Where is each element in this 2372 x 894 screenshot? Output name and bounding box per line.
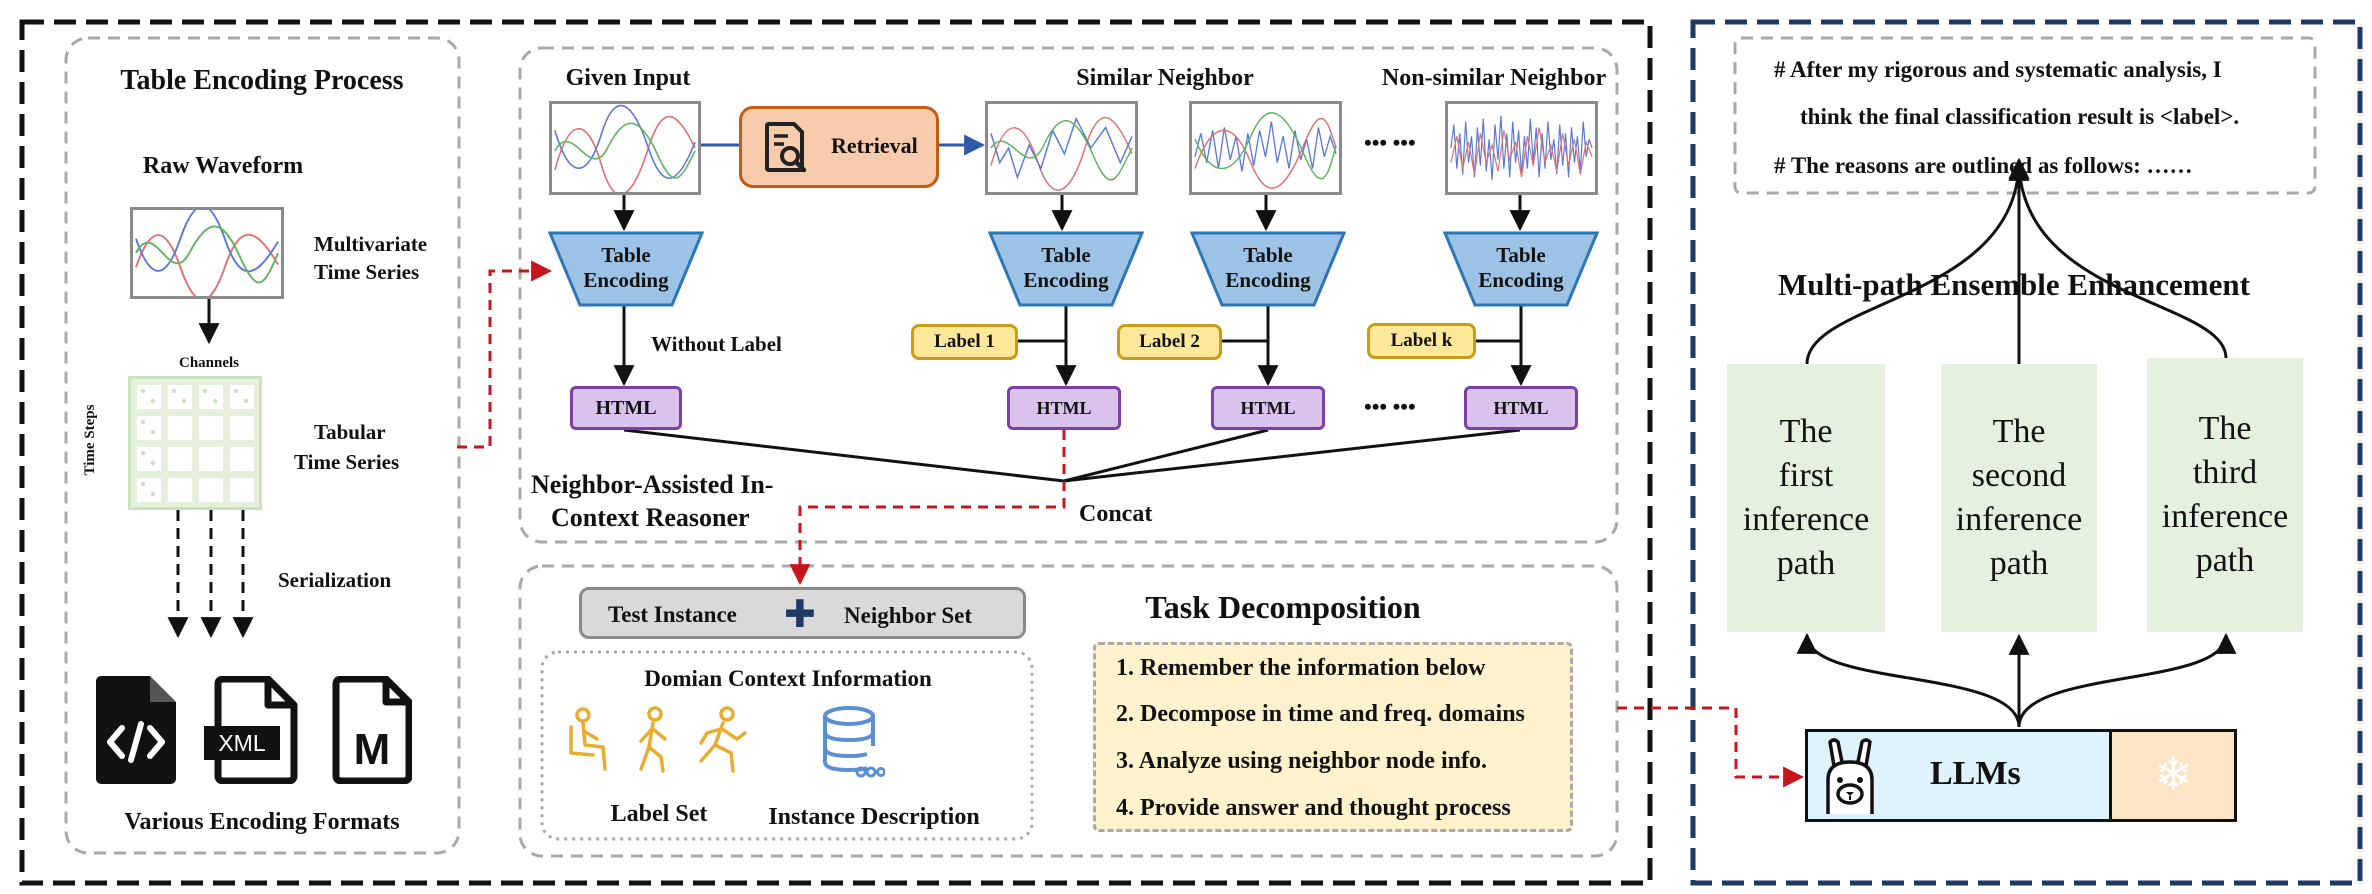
context-panel-frame: [518, 564, 1619, 858]
given-input-label: Given Input: [565, 65, 691, 91]
similar-neighbor-label: Similar Neighbor: [1076, 65, 1254, 91]
label-1-tag: Label 1: [911, 324, 1018, 360]
plus-icon: ✚: [784, 592, 816, 636]
tabular-label-line2: Time Series: [294, 450, 400, 474]
test-neighbor-bar: Test Instance ✚ Neighbor Set: [579, 587, 1026, 639]
output-line-2: think the final classification result is…: [1800, 104, 2240, 129]
label-2-tag: Label 2: [1117, 324, 1222, 360]
serialization-label: Serialization: [278, 568, 392, 592]
multivariate-label-line2: Time Series: [314, 260, 420, 284]
output-line-1: # After my rigorous and systematic analy…: [1774, 57, 2222, 82]
html-neighbor-k: HTML: [1464, 386, 1578, 430]
raw-waveform-label: Raw Waveform: [142, 153, 304, 179]
given-input-waveform: [549, 101, 701, 195]
svg-text:XML: XML: [218, 730, 266, 756]
task-steps-box: 1. Remember the information below 2. Dec…: [1093, 642, 1573, 832]
ellipsis-bottom: ••• •••: [1364, 394, 1416, 419]
ensemble-title: Multi-path Ensemble Enhancement: [1778, 267, 2250, 302]
html-input: HTML: [570, 386, 682, 430]
llm-label: LLMs: [1930, 755, 2021, 792]
code-file-icon: [96, 676, 176, 784]
task-step-1: 1. Remember the information below: [1116, 655, 1486, 681]
html-neighbor-2: HTML: [1211, 386, 1325, 430]
time-steps-label: Time Steps: [82, 404, 98, 476]
xml-file-icon: XML: [204, 675, 300, 785]
ellipsis-top: ••• •••: [1364, 130, 1416, 155]
similar-neighbor-2-waveform: [1189, 101, 1342, 195]
left-main-frame: [19, 19, 1653, 886]
channels-label: Channels: [178, 355, 240, 371]
llm-main: LLMs: [1808, 732, 2112, 819]
task-decomposition-title: Task Decomposition: [1145, 589, 1421, 625]
frozen-section: ❄: [2111, 732, 2234, 819]
concat-label: Concat: [1079, 501, 1153, 527]
reasoner-title-line1: Neighbor-Assisted In-: [531, 470, 774, 499]
non-similar-neighbor-label: Non-similar Neighbor: [1381, 65, 1607, 91]
tabular-label-line1: Tabular: [314, 420, 386, 444]
similar-neighbor-waveform: [985, 101, 1138, 195]
database-icon: [821, 706, 886, 780]
formats-title: Various Encoding Formats: [124, 809, 400, 835]
instance-description-label: Instance Description: [768, 804, 980, 830]
markdown-file-icon: M: [332, 675, 413, 785]
output-line-3: # The reasons are outlined as follows: ……: [1774, 153, 2193, 178]
task-step-2: 2. Decompose in time and freq. domains: [1116, 701, 1525, 727]
output-frame: [1733, 36, 2317, 195]
tabular-grid: [128, 376, 262, 510]
task-step-3: 3. Analyze using neighbor node info.: [1116, 748, 1487, 774]
neighbor-set-label: Neighbor Set: [844, 603, 972, 628]
document-search-icon: [764, 122, 808, 174]
reasoner-title-line2: Context Reasoner: [551, 503, 750, 532]
right-main-frame: [1690, 19, 2363, 886]
multivariate-label-line1: Multivariate: [314, 232, 428, 256]
task-step-4: 4. Provide answer and thought process: [1116, 795, 1511, 821]
reasoner-panel-frame: [518, 46, 1619, 544]
label-k-tag: Label k: [1367, 323, 1476, 359]
activity-icons: [563, 705, 751, 777]
test-instance-label: Test Instance: [608, 602, 737, 627]
without-label-text: Without Label: [651, 332, 782, 356]
retrieval-label: Retrieval: [831, 133, 918, 158]
svg-text:M: M: [354, 725, 391, 774]
retrieval-box: Retrieval: [739, 106, 939, 188]
non-similar-neighbor-waveform: [1445, 101, 1598, 195]
llm-box: LLMs ❄: [1805, 729, 2237, 822]
encoding-panel-title: Table Encoding Process: [120, 65, 404, 96]
raw-waveform-plot: [130, 207, 284, 299]
snowflake-icon: ❄: [2154, 747, 2193, 801]
label-set-label: Label Set: [610, 801, 708, 827]
html-neighbor-1: HTML: [1007, 386, 1121, 430]
domain-context-frame: [540, 650, 1034, 841]
llama-icon: [1818, 736, 1882, 816]
domain-context-title: Domian Context Information: [644, 666, 932, 691]
